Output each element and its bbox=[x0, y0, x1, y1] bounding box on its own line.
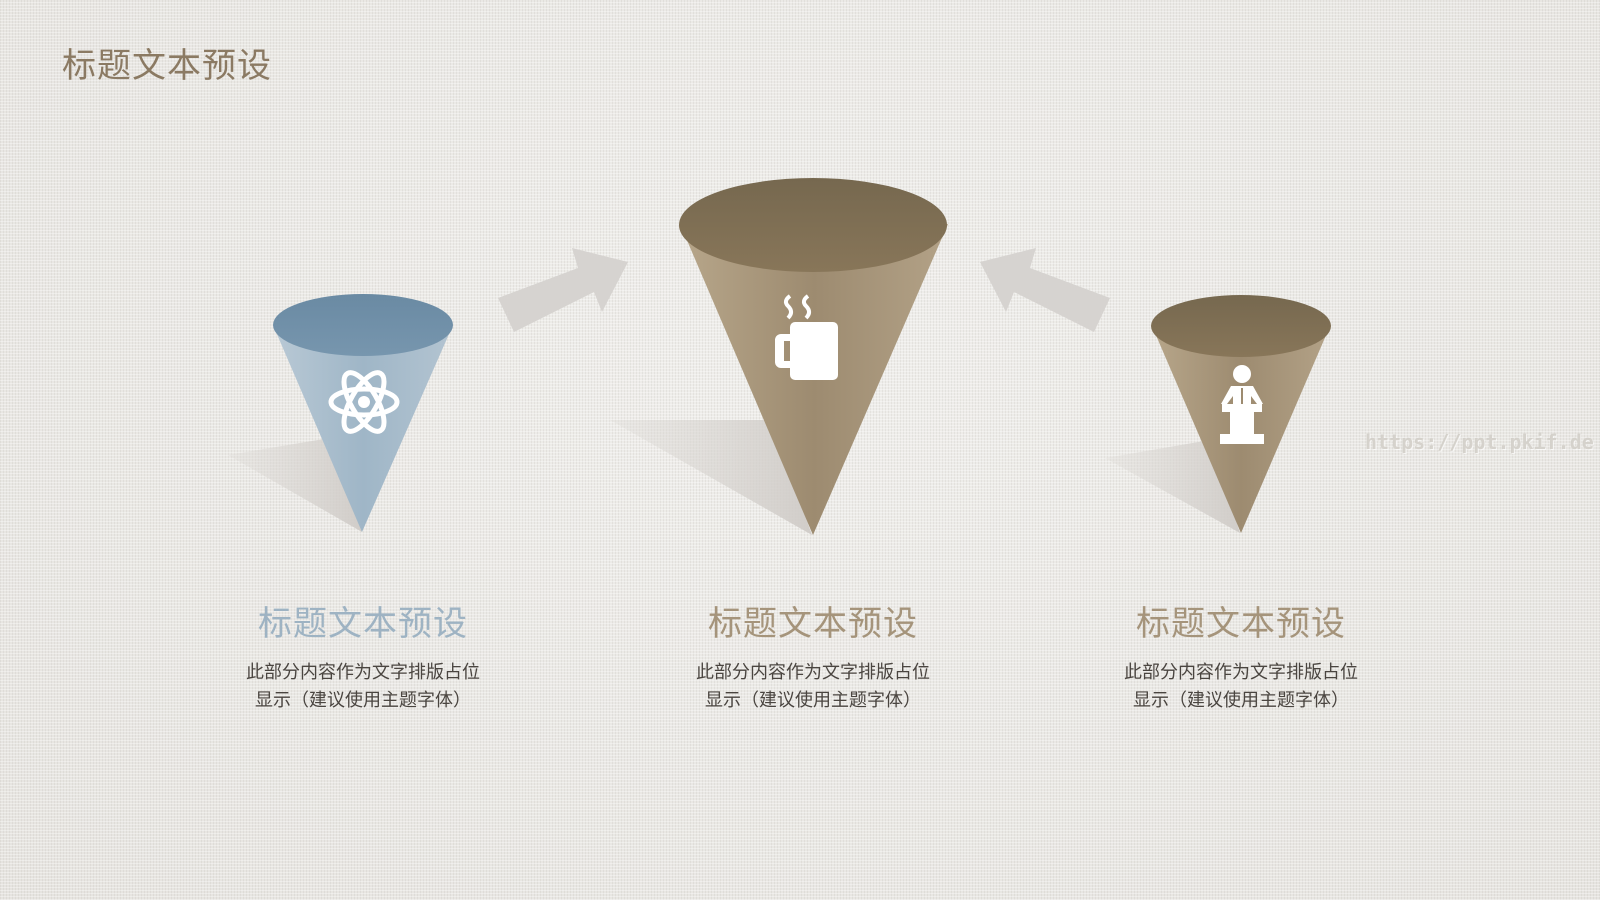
column-title: 标题文本预设 bbox=[1136, 604, 1346, 644]
atom-icon bbox=[328, 370, 400, 434]
column-body-line: 显示（建议使用主题字体） bbox=[705, 690, 921, 711]
speaker-podium-icon bbox=[1220, 365, 1264, 444]
column-body: 此部分内容作为文字排版占位 显示（建议使用主题字体） bbox=[1081, 659, 1401, 715]
column-title: 标题文本预设 bbox=[258, 604, 468, 644]
cone-left bbox=[273, 294, 453, 532]
column-title: 标题文本预设 bbox=[708, 604, 918, 644]
arrow-right-icon bbox=[498, 248, 628, 332]
watermark: https://ppt.pkif.de bbox=[1365, 430, 1594, 454]
cone-shadow-center bbox=[610, 420, 812, 535]
column-center: 标题文本预设 此部分内容作为文字排版占位 显示（建议使用主题字体） bbox=[653, 596, 973, 715]
cone-shadow-right bbox=[1105, 440, 1240, 533]
column-body-line: 显示（建议使用主题字体） bbox=[1133, 690, 1349, 711]
arrow-left-icon bbox=[980, 248, 1110, 332]
cone-shadow-left bbox=[228, 438, 362, 532]
column-body: 此部分内容作为文字排版占位 显示（建议使用主题字体） bbox=[203, 659, 523, 715]
column-body: 此部分内容作为文字排版占位 显示（建议使用主题字体） bbox=[653, 659, 973, 715]
column-body-line: 此部分内容作为文字排版占位 bbox=[246, 662, 480, 683]
slide-title: 标题文本预设 bbox=[62, 46, 272, 86]
column-right: 标题文本预设 此部分内容作为文字排版占位 显示（建议使用主题字体） bbox=[1081, 596, 1401, 715]
column-body-line: 此部分内容作为文字排版占位 bbox=[696, 662, 930, 683]
coffee-mug-icon bbox=[775, 294, 838, 380]
column-body-line: 此部分内容作为文字排版占位 bbox=[1124, 662, 1358, 683]
column-body-line: 显示（建议使用主题字体） bbox=[255, 690, 471, 711]
column-left: 标题文本预设 此部分内容作为文字排版占位 显示（建议使用主题字体） bbox=[203, 596, 523, 715]
